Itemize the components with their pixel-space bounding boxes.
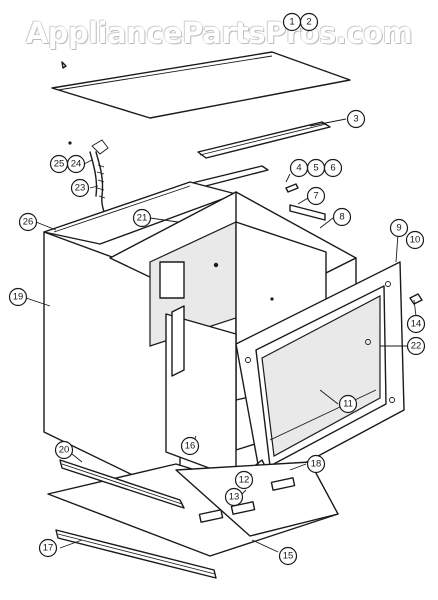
callout-8: 8 (332, 207, 352, 227)
callout-10-label: 10 (410, 235, 421, 246)
callout-2: 2 (299, 12, 319, 32)
small-bracket (285, 183, 299, 193)
callout-7-label: 7 (313, 191, 318, 202)
callout-21-label: 21 (137, 213, 148, 224)
callout-22-label: 22 (411, 341, 422, 352)
callout-17: 17 (38, 538, 58, 558)
callout-21: 21 (132, 208, 152, 228)
callout-9: 9 (389, 218, 409, 238)
front-liner-panel (165, 305, 237, 479)
callout-1-label: 1 (289, 17, 294, 28)
callout-10: 10 (405, 230, 425, 250)
callout-6-label: 6 (330, 163, 335, 174)
callout-14-label: 14 (411, 319, 422, 330)
callout-25: 25 (49, 154, 69, 174)
front-frame (235, 261, 405, 487)
callout-23-label: 23 (75, 183, 86, 194)
callout-25-label: 25 (54, 159, 65, 170)
callout-12-label: 12 (239, 475, 250, 486)
callout-4: 4 (289, 158, 309, 178)
callout-8-label: 8 (339, 212, 344, 223)
callout-9-label: 9 (396, 223, 401, 234)
callout-4-label: 4 (296, 163, 301, 174)
callout-22: 22 (406, 336, 426, 356)
callout-24-label: 24 (71, 159, 82, 170)
callout-3: 3 (346, 109, 366, 129)
screw-mark (61, 61, 67, 69)
callout-26-label: 26 (23, 217, 34, 228)
callout-23: 23 (70, 178, 90, 198)
callout-19: 19 (8, 287, 28, 307)
callout-3-label: 3 (353, 114, 358, 125)
callout-13: 13 (224, 487, 244, 507)
callout-11-label: 11 (343, 399, 353, 410)
callout-11: 11 (338, 394, 358, 414)
callout-20-label: 20 (59, 445, 70, 456)
callout-18-label: 18 (311, 459, 322, 470)
callout-1: 1 (282, 12, 302, 32)
callout-16: 16 (180, 436, 200, 456)
callout-15: 15 (278, 546, 298, 566)
callout-17-label: 17 (43, 543, 54, 554)
callout-26: 26 (18, 212, 38, 232)
top-panel (51, 51, 351, 119)
callout-5-label: 5 (313, 163, 318, 174)
callout-14: 14 (406, 314, 426, 334)
rear-rail (197, 121, 331, 159)
callout-16-label: 16 (185, 441, 196, 452)
callout-12: 12 (234, 470, 254, 490)
callout-6: 6 (323, 158, 343, 178)
callout-7: 7 (306, 186, 326, 206)
wire-harness (68, 139, 109, 219)
callout-15-label: 15 (283, 551, 294, 562)
callout-24: 24 (66, 154, 86, 174)
callout-18: 18 (306, 454, 326, 474)
callout-20: 20 (54, 440, 74, 460)
callout-13-label: 13 (229, 492, 240, 503)
bottom-rails (55, 459, 217, 579)
callout-5: 5 (306, 158, 326, 178)
callout-2-label: 2 (306, 17, 311, 28)
callout-19-label: 19 (13, 292, 24, 303)
